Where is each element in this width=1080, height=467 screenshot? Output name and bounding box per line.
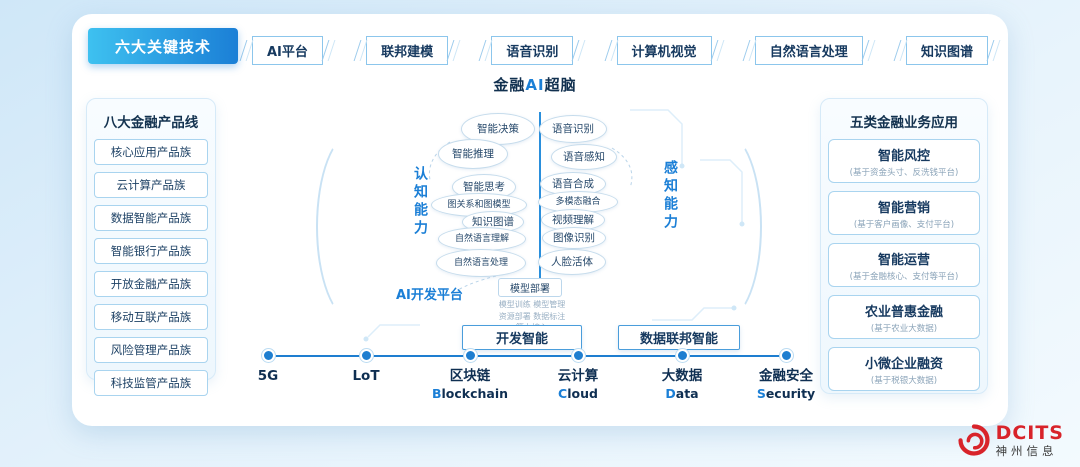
timeline-en: Cloud bbox=[558, 385, 598, 401]
product-item: 云计算产品族 bbox=[94, 172, 208, 198]
timeline-dot-security bbox=[780, 349, 793, 362]
app-item: 智能运营 (基于金融核心、支付等平台) bbox=[828, 243, 980, 287]
timeline-label-cloud: 云计算 Cloud bbox=[558, 368, 599, 402]
app-title: 小微企业融资 bbox=[864, 357, 943, 372]
logo-name: DCITS bbox=[995, 422, 1064, 444]
business-apps-title: 五类金融业务应用 bbox=[850, 115, 958, 131]
timeline-zh: LoT bbox=[352, 368, 380, 384]
app-title: 智能运营 bbox=[877, 253, 930, 268]
app-item: 农业普惠金融 (基于农业大数据) bbox=[828, 295, 980, 339]
brain-title-prefix: 金融 bbox=[493, 76, 526, 94]
timeline-label-bigdata: 大数据 Data bbox=[662, 368, 703, 402]
timeline-en: Data bbox=[665, 385, 699, 401]
timeline-en: Blockchain bbox=[431, 385, 509, 401]
timeline-zh: 5G bbox=[257, 368, 279, 384]
timeline-zh: 金融安全 bbox=[759, 368, 813, 384]
app-subtitle: (基于客户画像、支付平台) bbox=[853, 220, 955, 230]
timeline-en: Security bbox=[756, 385, 816, 401]
app-item: 小微企业融资 (基于税银大数据) bbox=[828, 347, 980, 391]
app-subtitle: (基于资金头寸、反洗钱平台) bbox=[849, 168, 959, 178]
timeline-dot-cloud bbox=[572, 349, 585, 362]
app-item: 智能营销 (基于客户画像、支付平台) bbox=[828, 191, 980, 235]
product-item: 数据智能产品族 bbox=[94, 205, 208, 231]
app-title: 智能营销 bbox=[877, 201, 930, 216]
ai-dev-platform-label: AI开发平台 bbox=[396, 288, 463, 303]
bubble-face-liveness: 人脸活体 bbox=[538, 249, 606, 275]
tech-box-knowledge-graph: 知识图谱 bbox=[905, 36, 988, 65]
cognitive-ability-label: 认知能力 bbox=[412, 166, 428, 238]
timeline-dot-lot bbox=[360, 349, 373, 362]
dcits-logo-icon bbox=[957, 423, 991, 461]
product-item: 核心应用产品族 bbox=[94, 139, 208, 165]
app-title: 智能风控 bbox=[877, 149, 930, 164]
timeline-label-5g: 5G bbox=[258, 368, 278, 386]
product-item: 科技监管产品族 bbox=[94, 370, 208, 396]
timeline-zh: 区块链 bbox=[449, 368, 491, 384]
timeline-zh: 大数据 bbox=[661, 368, 703, 384]
model-deploy-box: 模型部署 bbox=[498, 278, 562, 297]
tech-box-federated-modeling: 联邦建模 bbox=[366, 36, 449, 65]
brain-title-ai: AI bbox=[525, 76, 545, 94]
technology-row: AI平台 联邦建模 语音识别 计算机视觉 自然语言处理 知识图谱 bbox=[252, 36, 988, 65]
bubble-speech-recognition: 语音识别 bbox=[539, 115, 607, 143]
app-item: 智能风控 (基于资金头寸、反洗钱平台) bbox=[828, 139, 980, 183]
brain-title-suffix: 超脑 bbox=[544, 76, 577, 94]
model-note-line: 模型训练 模型管理 bbox=[498, 300, 566, 309]
business-apps-panel: 五类金融业务应用 智能风控 (基于资金头寸、反洗钱平台) 智能营销 (基于客户画… bbox=[820, 98, 988, 394]
key-tech-badge: 六大关键技术 bbox=[88, 28, 238, 64]
perception-ability-label: 感知能力 bbox=[662, 160, 678, 232]
data-federation-box: 数据联邦智能 bbox=[618, 325, 740, 350]
app-subtitle: (基于金融核心、支付等平台) bbox=[849, 272, 959, 282]
logo-company-name: 神州信息 bbox=[995, 443, 1058, 458]
timeline-dot-bigdata bbox=[676, 349, 689, 362]
product-lines-panel: 八大金融产品线 核心应用产品族 云计算产品族 数据智能产品族 智能银行产品族 开… bbox=[86, 98, 216, 396]
app-title: 农业普惠金融 bbox=[864, 305, 943, 320]
timeline-label-blockchain: 区块链 Blockchain bbox=[432, 368, 508, 402]
product-item: 开放金融产品族 bbox=[94, 271, 208, 297]
tech-box-nlp: 自然语言处理 bbox=[754, 36, 863, 65]
timeline-label-security: 金融安全 Security bbox=[757, 368, 815, 402]
app-subtitle: (基于农业大数据) bbox=[870, 324, 938, 334]
product-item: 移动互联产品族 bbox=[94, 304, 208, 330]
product-lines-title: 八大金融产品线 bbox=[103, 115, 199, 131]
timeline-line bbox=[268, 355, 786, 357]
bubble-smart-reasoning: 智能推理 bbox=[438, 139, 508, 169]
tech-box-speech-recognition: 语音识别 bbox=[491, 36, 574, 65]
company-logo: DCITS 神州信息 bbox=[957, 423, 1064, 461]
dev-intelligence-box: 开发智能 bbox=[462, 325, 582, 350]
left-arc bbox=[316, 132, 390, 321]
logo-text: DCITS 神州信息 bbox=[996, 423, 1064, 458]
bubble-nlp: 自然语言处理 bbox=[436, 249, 526, 277]
product-item: 风险管理产品族 bbox=[94, 337, 208, 363]
timeline-label-lot: LoT bbox=[352, 368, 379, 386]
brain-title: 金融AI超脑 bbox=[300, 74, 770, 95]
model-note-line: 资源部署 数据标注 bbox=[498, 311, 566, 321]
timeline-zh: 云计算 bbox=[557, 368, 599, 384]
timeline-dot-blockchain bbox=[464, 349, 477, 362]
app-subtitle: (基于税银大数据) bbox=[870, 376, 938, 386]
ai-brain-diagram: 金融AI超脑 认知能力 感知能力 AI开发平台 智能决策 智能推理 智能思考 图… bbox=[300, 70, 770, 370]
bubble-speech-perception: 语音感知 bbox=[551, 144, 617, 170]
bubble-image-recognition: 图像识别 bbox=[542, 227, 606, 249]
product-item: 智能银行产品族 bbox=[94, 238, 208, 264]
tech-box-ai-platform: AI平台 bbox=[252, 36, 323, 65]
bubble-nlu: 自然语言理解 bbox=[438, 227, 526, 251]
tech-box-computer-vision: 计算机视觉 bbox=[616, 36, 712, 65]
right-arc bbox=[688, 132, 762, 321]
timeline-dot-5g bbox=[262, 349, 275, 362]
